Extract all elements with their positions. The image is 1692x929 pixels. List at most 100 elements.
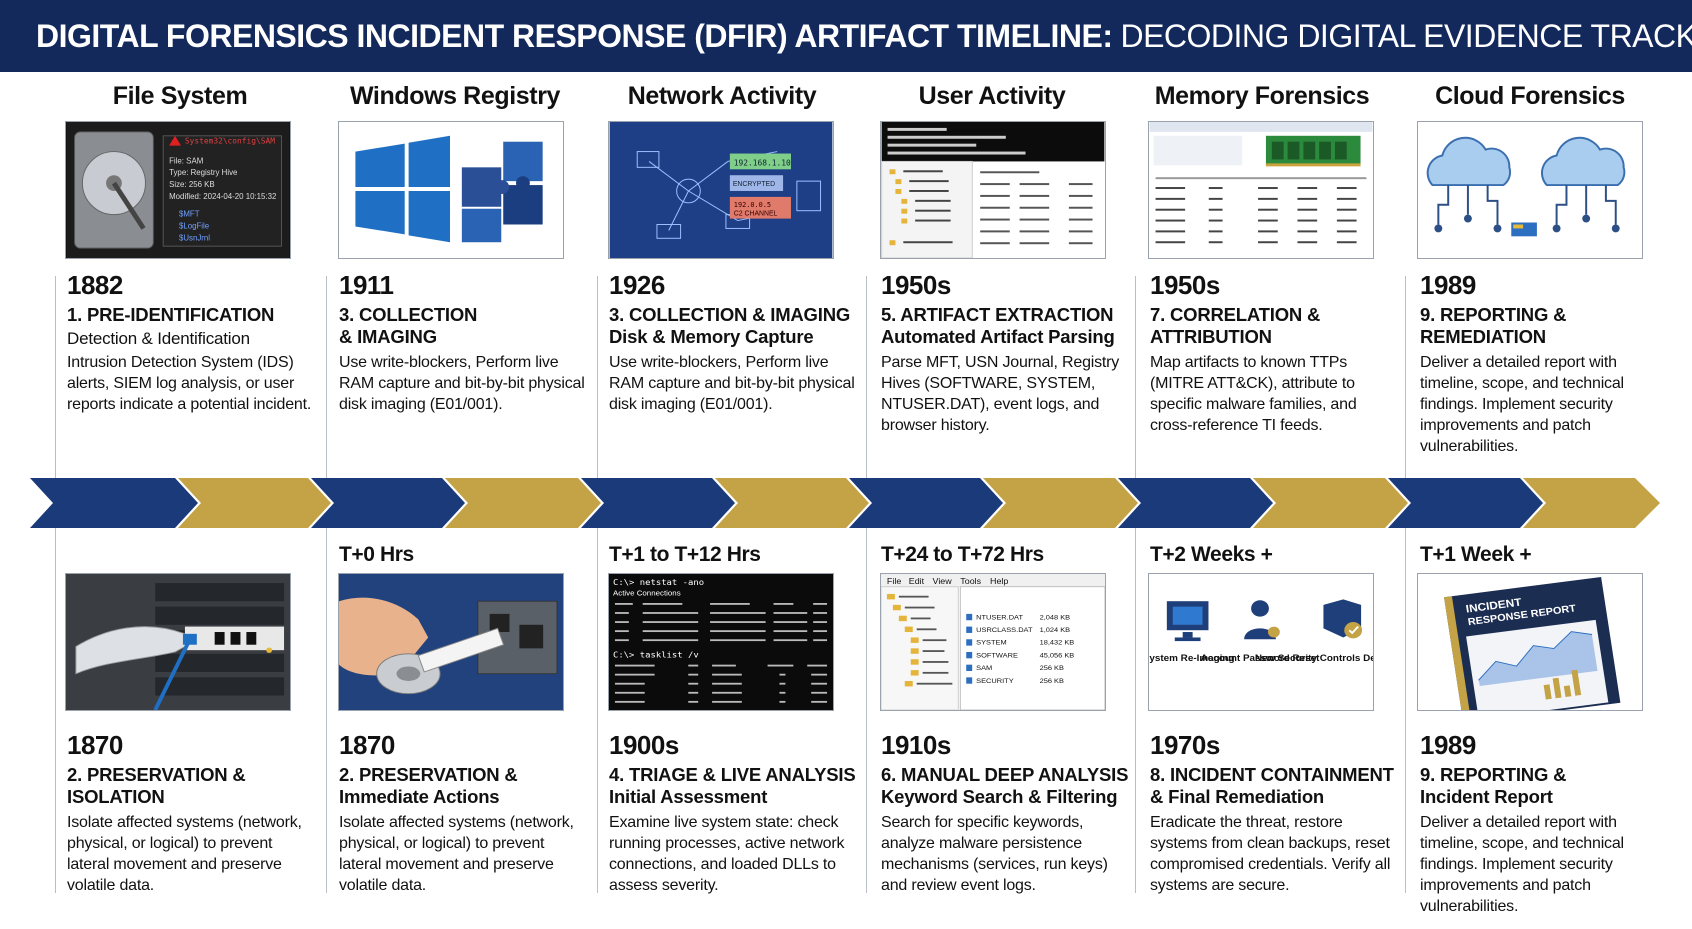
- chevron-gold: [715, 478, 869, 528]
- svg-text:$LogFile: $LogFile: [179, 221, 210, 230]
- title-bar: DIGITAL FORENSICS INCIDENT RESPONSE (DFI…: [0, 0, 1692, 72]
- svg-text:45,056 KB: 45,056 KB: [1040, 652, 1075, 660]
- desc-top-5: Map artifacts to known TTPs (MITRE ATT&C…: [1150, 354, 1357, 434]
- title-light: DECODING DIGITAL EVIDENCE TRACKS: [1120, 17, 1692, 54]
- era-top-5: 1950s: [1150, 270, 1220, 300]
- svg-text:$MFT: $MFT: [179, 210, 200, 219]
- chevron-gold: [983, 478, 1138, 528]
- chevron-gold: [178, 478, 331, 528]
- shield-box-icon: [1323, 599, 1363, 639]
- svg-text:192.168.1.10: 192.168.1.10: [734, 158, 791, 167]
- svg-text:SAM: SAM: [976, 664, 992, 672]
- step-top-6: 9. REPORTING &REMEDIATION: [1420, 304, 1567, 347]
- desc-bottom-5: Eradicate the threat, restore systems fr…: [1150, 814, 1391, 894]
- desc-top-6: Deliver a detailed report with timeline,…: [1420, 354, 1624, 455]
- image-evidence-tape-server: [65, 573, 291, 711]
- image-memory-analyzer: [1148, 121, 1374, 259]
- heading-user-activity: User Activity: [918, 82, 1066, 110]
- step-top-2: 3. COLLECTION& IMAGING: [339, 304, 478, 347]
- era-top-6: 1989: [1420, 270, 1476, 300]
- svg-text:SOFTWARE: SOFTWARE: [976, 652, 1018, 660]
- svg-text:2,048 KB: 2,048 KB: [1040, 614, 1071, 622]
- heading-file-system: File System: [112, 82, 248, 110]
- image-hard-drive: System32\config\SAM File: SAM Type: Regi…: [65, 121, 291, 259]
- svg-text:Type: Registry Hive: Type: Registry Hive: [169, 168, 238, 177]
- time-label-6: T+1 Week +: [1420, 543, 1532, 566]
- svg-text:C:\> tasklist /v: C:\> tasklist /v: [613, 651, 699, 661]
- svg-text:$UsnJrnl: $UsnJrnl: [179, 233, 210, 242]
- svg-text:C:\> netstat -ano: C:\> netstat -ano: [613, 578, 704, 588]
- svg-text:NTUSER.DAT: NTUSER.DAT: [976, 614, 1024, 622]
- heading-network-activity: Network Activity: [627, 82, 817, 110]
- connector-line: [326, 276, 327, 478]
- heading-cloud-forensics: Cloud Forensics: [1435, 82, 1625, 110]
- svg-text:SECURITY: SECURITY: [976, 677, 1014, 685]
- svg-text:USRCLASS.DAT: USRCLASS.DAT: [976, 626, 1033, 634]
- svg-text:Account Password Reset: Account Password Reset: [1201, 653, 1321, 663]
- svg-text:System32\config\SAM: System32\config\SAM: [185, 137, 275, 146]
- era-bottom-2: 1870: [339, 730, 395, 760]
- step-bottom-5: 8. INCIDENT CONTAINMENT& Final Remediati…: [1150, 764, 1394, 807]
- connector-line: [866, 276, 867, 478]
- chevron-navy: [311, 478, 465, 528]
- svg-text:System Re-Imaging: System Re-Imaging: [1149, 653, 1235, 663]
- desc-top-2: Use write-blockers, Perform live RAM cap…: [339, 354, 585, 413]
- desc-bottom-1: Isolate affected systems (network, physi…: [67, 814, 302, 894]
- user-key-icon: [1244, 600, 1280, 640]
- connector-line: [597, 528, 598, 893]
- svg-text:File: File: [887, 576, 902, 586]
- connector-line: [326, 528, 327, 893]
- svg-text:256 KB: 256 KB: [1040, 664, 1065, 672]
- desc-top-4: Parse MFT, USN Journal, Registry Hives (…: [881, 354, 1120, 434]
- svg-text:Help: Help: [990, 576, 1009, 586]
- connector-line: [866, 528, 867, 893]
- heading-windows-registry: Windows Registry: [349, 82, 561, 110]
- step-bottom-2: 2. PRESERVATION &Immediate Actions: [339, 764, 518, 807]
- era-bottom-3: 1900s: [609, 730, 679, 760]
- desc-bottom-6: Deliver a detailed report with timeline,…: [1420, 814, 1624, 915]
- era-top-3: 1926: [609, 270, 665, 300]
- chevron-navy: [30, 478, 198, 528]
- connector-line: [1405, 276, 1406, 478]
- svg-text:File: SAM: File: SAM: [169, 156, 203, 165]
- chevron-navy: [1388, 478, 1543, 528]
- subtitle-top-1: Detection & Identification: [67, 329, 250, 348]
- step-bottom-6: 9. REPORTING &Incident Report: [1420, 764, 1567, 807]
- era-top-2: 1911: [339, 270, 394, 300]
- desc-top-1: Intrusion Detection System (IDS) alerts,…: [67, 354, 312, 413]
- svg-text:View: View: [933, 576, 953, 586]
- image-network-diagram: 192.168.1.10 ENCRYPTED 192.0.0.5 C2 CHAN…: [608, 121, 834, 259]
- svg-text:Edit: Edit: [909, 576, 925, 586]
- time-label-2: T+0 Hrs: [339, 543, 414, 566]
- time-label-3: T+1 to T+12 Hrs: [609, 543, 761, 566]
- step-bottom-1: 2. PRESERVATION &ISOLATION: [67, 764, 246, 807]
- desc-bottom-3: Examine live system state: check running…: [609, 814, 845, 894]
- svg-text:256 KB: 256 KB: [1040, 677, 1065, 685]
- era-top-1: 1882: [67, 270, 123, 300]
- title-bold: DIGITAL FORENSICS INCIDENT RESPONSE (DFI…: [36, 17, 1113, 54]
- connector-line: [55, 528, 56, 893]
- svg-text:SYSTEM: SYSTEM: [976, 639, 1007, 647]
- connector-line: [1135, 276, 1136, 478]
- svg-text:Size: 256 KB: Size: 256 KB: [169, 180, 215, 189]
- svg-text:C2 CHANNEL: C2 CHANNEL: [734, 211, 778, 218]
- image-remediation-actions: System Re-Imaging Account Password Reset…: [1148, 573, 1374, 711]
- image-windows-registry: [338, 121, 564, 259]
- era-bottom-5: 1970s: [1150, 730, 1220, 760]
- desc-top-3: Use write-blockers, Perform live RAM cap…: [609, 354, 855, 413]
- era-bottom-1: 1870: [67, 730, 123, 760]
- svg-text:Active Connections: Active Connections: [613, 589, 681, 598]
- svg-text:Modified: 2024-04-20 10:15:32: Modified: 2024-04-20 10:15:32: [169, 192, 276, 201]
- monitor-icon: [1166, 601, 1209, 642]
- time-label-4: T+24 to T+72 Hrs: [881, 543, 1044, 566]
- chevron-navy: [1118, 478, 1273, 528]
- chevron-gold: [1523, 478, 1660, 528]
- image-cloud-network: [1417, 121, 1643, 259]
- desc-bottom-2: Isolate affected systems (network, physi…: [339, 814, 574, 894]
- image-incident-report: INCIDENT RESPONSE REPORT: [1417, 573, 1643, 711]
- chevron-navy: [849, 478, 1003, 528]
- image-event-viewer: [880, 121, 1106, 259]
